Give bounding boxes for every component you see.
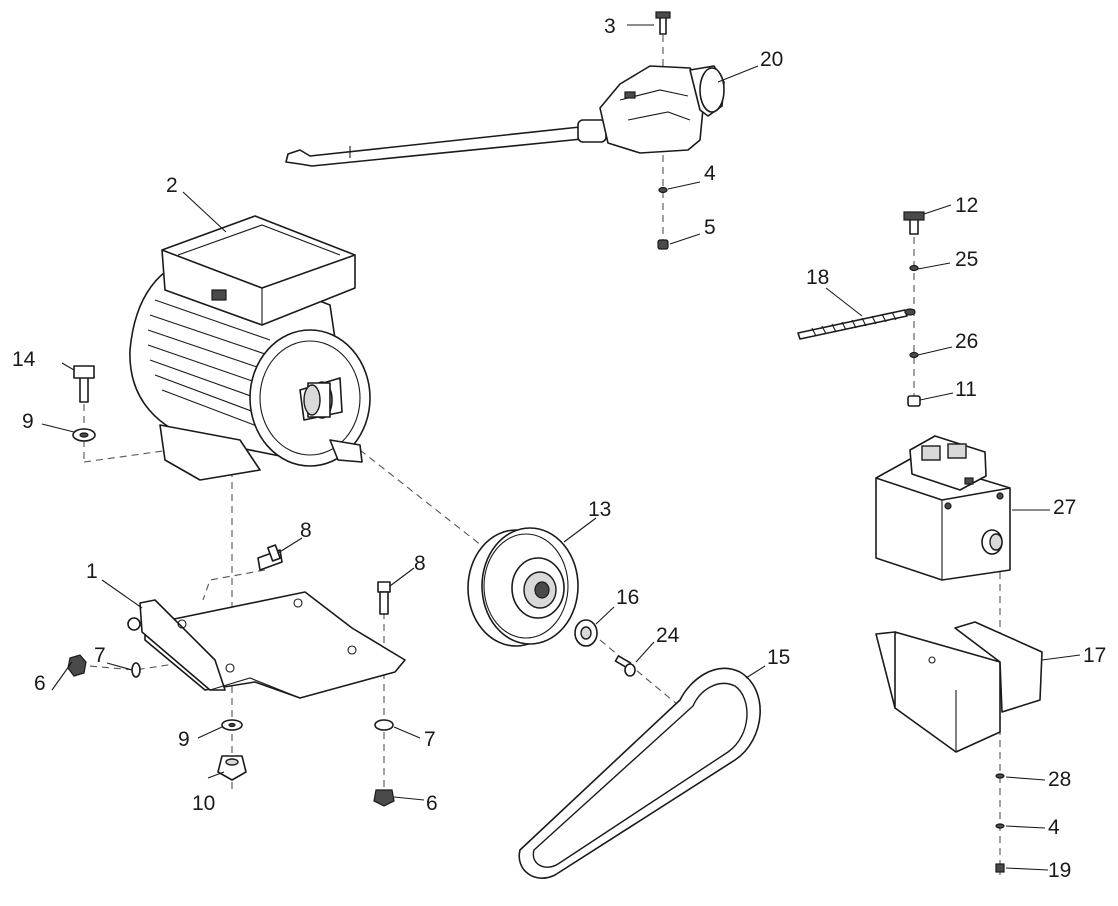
pulley-screw [614,655,636,677]
terminal-box [875,435,1011,581]
label-27: 27 [1053,496,1076,519]
bottom-hardware [995,773,1005,873]
nut-right [373,789,395,807]
label-4-bottom: 4 [1048,816,1060,839]
label-11: 11 [955,378,977,401]
pulley [467,527,579,647]
cover-bracket [875,621,1043,753]
leader-lines [41,24,1081,871]
label-2: 2 [166,174,178,197]
plate-bolt-right [377,581,391,615]
switch-hardware [655,11,671,250]
label-28: 28 [1048,768,1071,791]
label-1: 1 [86,560,98,583]
label-13: 13 [588,498,611,521]
label-8-right: 8 [414,552,426,575]
cap-hardware [903,211,925,407]
label-26: 26 [955,330,978,353]
label-7-right: 7 [424,728,436,751]
pressure-switch [285,65,725,167]
washer-left [131,662,141,678]
label-7-left: 7 [94,644,106,667]
washer-right [374,719,394,731]
label-6-left: 6 [34,672,46,695]
label-9-top: 9 [22,410,34,433]
part-labels: 3 20 4 5 2 14 9 12 25 18 26 11 27 17 28 … [12,15,1106,882]
washer-center [221,719,243,731]
label-17: 17 [1083,644,1106,667]
label-12: 12 [955,194,978,217]
label-5: 5 [704,216,716,239]
label-20: 20 [760,48,783,71]
label-24: 24 [656,624,680,647]
label-14: 14 [12,348,36,371]
nut-center [217,755,247,781]
v-belt [518,667,761,879]
base-plate [127,591,406,699]
label-9-bottom: 9 [178,728,190,751]
label-8-left: 8 [300,519,312,542]
motor-washer [72,428,96,442]
label-19: 19 [1048,859,1071,882]
label-16: 16 [616,586,639,609]
nut-left [67,654,87,677]
heating-rod [797,308,916,340]
label-25: 25 [955,248,978,271]
label-4-top: 4 [704,162,716,185]
label-10: 10 [192,792,215,815]
pulley-washer [574,619,598,647]
label-15: 15 [767,646,790,669]
label-3: 3 [604,15,616,38]
plate-bolt-left [257,544,283,571]
label-6-right: 6 [426,792,438,815]
electric-motor [129,215,371,481]
motor-bolt [73,365,95,403]
label-18: 18 [806,266,829,289]
